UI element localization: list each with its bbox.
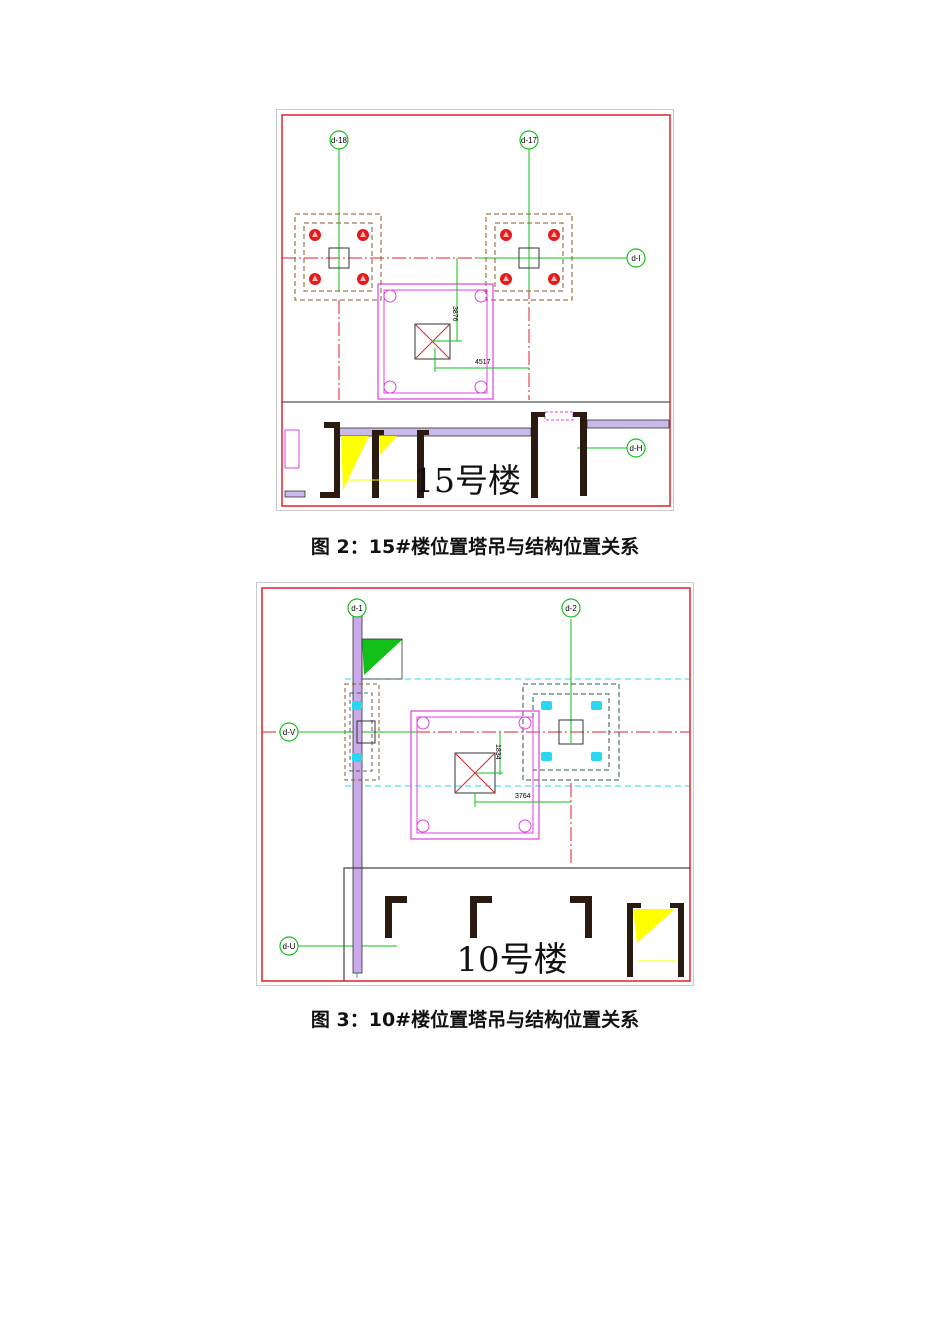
figure-2-drawing: d-18 d-17 d-I d-H: [281, 114, 671, 507]
figure-3-crane-plan-10: d-1 d-2 d-V d-U: [256, 582, 694, 986]
highlight-wedge: [380, 436, 397, 455]
building-edge-line: [343, 867, 690, 981]
figure-3-caption: 图 3：10#楼位置塔吊与结构位置关系: [310, 1009, 640, 1031]
figure-2-crane-plan-15: d-18 d-17 d-I d-H: [276, 109, 674, 511]
axis-label: d-1: [351, 604, 363, 613]
axis-bubble-d17: d-17: [519, 130, 539, 150]
pile-marker: [352, 753, 362, 762]
highlight-wedge: [341, 436, 369, 490]
structural-walls: [320, 412, 587, 498]
figure-2-caption: 图 2：15#楼位置塔吊与结构位置关系: [310, 536, 640, 558]
tower-crane-foundation: [377, 283, 494, 400]
axis-bubble-d1: d-1: [347, 598, 367, 618]
dimension-annotations: 3876 4517: [432, 258, 529, 372]
dimension-horizontal: 4517: [475, 359, 491, 366]
pile-cap-left: [294, 213, 382, 301]
axis-label: d-I: [631, 254, 640, 263]
axis-bubble-dH: d-H: [626, 438, 646, 458]
axis-bubble-d18: d-18: [329, 130, 349, 150]
figure-3-drawing: d-1 d-2 d-V d-U: [261, 587, 691, 982]
building-label: 10号楼: [456, 940, 567, 980]
pile-marker: [541, 701, 552, 710]
opening-outline: [361, 638, 403, 680]
hatched-wall: [586, 419, 670, 429]
dimension-vertical: 1834: [494, 744, 501, 760]
drawing-frame: [261, 587, 691, 982]
axis-label: d-H: [630, 444, 643, 453]
opening-outline: [284, 429, 300, 469]
hatched-wall: [284, 490, 306, 498]
building-label: 15号楼: [413, 461, 521, 500]
axis-bubble-dV: d-V: [279, 722, 299, 742]
pile-marker: [591, 701, 602, 710]
tower-crane-foundation: [410, 710, 540, 840]
dimension-horizontal: 3764: [515, 793, 531, 800]
dimension-vertical: 3876: [451, 306, 458, 322]
hatched-wall: [334, 427, 532, 437]
axis-bubble-dU: d-U: [279, 936, 299, 956]
drawing-frame: [281, 114, 671, 507]
pile-cap-right: [522, 683, 620, 781]
highlight-wedge: [633, 909, 675, 943]
pile-cap-left: [344, 683, 380, 781]
highlight-wedge: [362, 639, 403, 675]
dimension-annotations: 1834 3764: [474, 732, 571, 807]
axis-label: d-V: [283, 728, 296, 737]
hatched-wall: [352, 602, 363, 974]
axis-bubble-d2: d-2: [561, 598, 581, 618]
axis-label: d-18: [331, 136, 348, 145]
pile-marker: [541, 752, 552, 761]
pile-marker: [591, 752, 602, 761]
axis-label: d-U: [283, 942, 296, 951]
pile-cap-right: [485, 213, 573, 301]
axis-label: d-2: [565, 604, 577, 613]
axis-bubble-dI: d-I: [626, 248, 646, 268]
structural-walls: [385, 896, 684, 977]
axis-label: d-17: [521, 136, 538, 145]
opening-outline: [544, 411, 574, 421]
pile-marker: [352, 701, 362, 710]
